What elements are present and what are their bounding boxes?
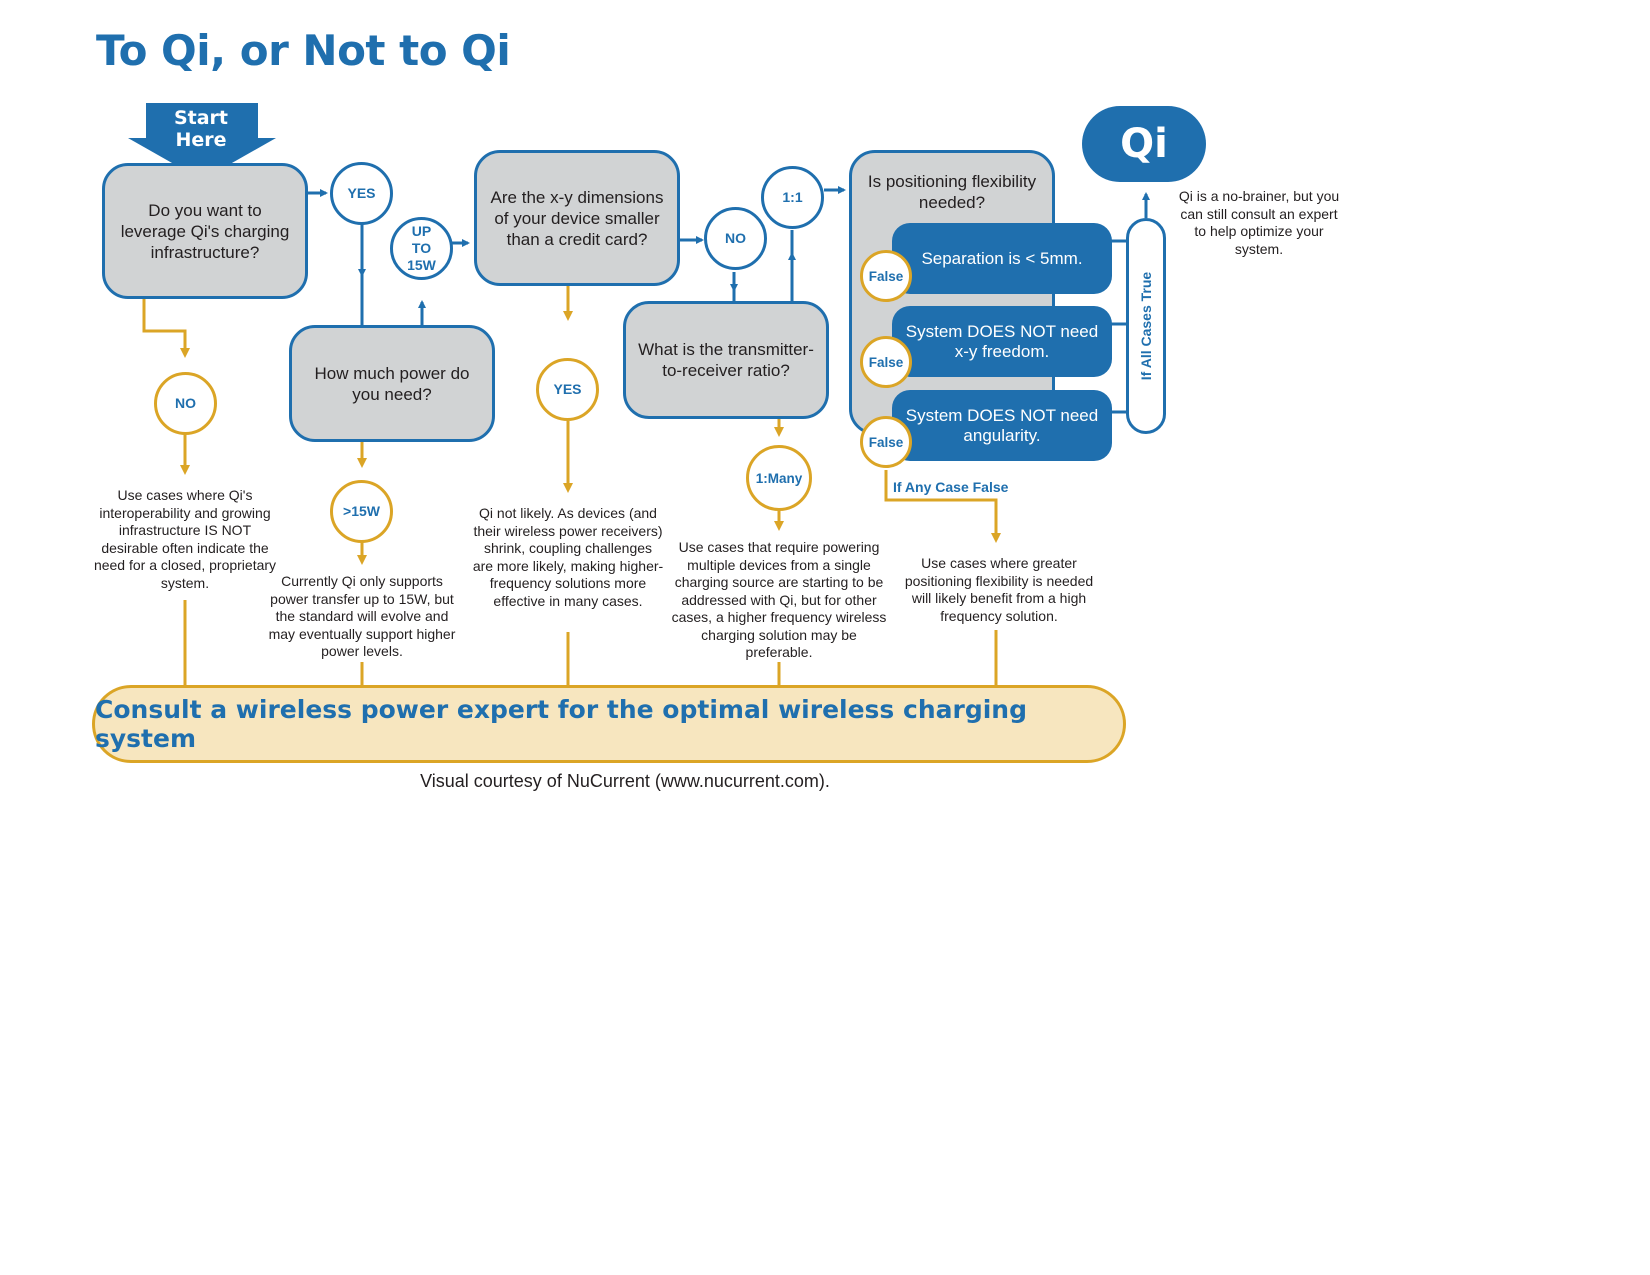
question-power-text: How much power do you need? <box>314 363 470 404</box>
question-ratio-text: What is the transmitter-to-receiver rati… <box>638 340 814 380</box>
condition-separation: Separation is < 5mm. <box>892 223 1112 294</box>
if-all-cases-true-label: If All Cases True <box>1138 271 1154 381</box>
credit-line: Visual courtesy of NuCurrent (www.nucurr… <box>420 771 830 791</box>
condition-angularity: System DOES NOT need angularity. <box>892 390 1112 461</box>
qi-logo: Qi <box>1082 106 1206 182</box>
question-positioning-text: Is positioning flexibility needed? <box>867 172 1037 212</box>
false-badge-angularity: False <box>860 416 912 468</box>
page-title: To Qi, or Not to Qi <box>96 26 511 75</box>
note-qi-result: Qi is a no-brainer, but you can still co… <box>1178 188 1340 257</box>
note-small-device: Qi not likely. As devices (and their wir… <box>472 505 664 609</box>
question-dimensions: Are the x-y dimensions of your device sm… <box>474 150 680 286</box>
question-power: How much power do you need? <box>289 325 495 442</box>
note-one-to-many: Use cases that require powering multiple… <box>671 539 887 660</box>
connector-leverage-no <box>142 298 190 358</box>
if-all-cases-true: If All Cases True <box>1126 218 1166 434</box>
start-arrow-icon <box>128 138 276 180</box>
question-ratio: What is the transmitter-to-receiver rati… <box>623 301 829 419</box>
condition-angularity-text: System DOES NOT need angularity. <box>905 405 1099 445</box>
answer-leverage-yes: YES <box>330 162 393 225</box>
answer-ratio-many: 1:Many <box>746 445 812 511</box>
connector-any-false <box>884 470 1001 543</box>
false-badge-xy-freedom: False <box>860 336 912 388</box>
start-here-label: Start Here <box>173 107 229 151</box>
consult-expert-bar: Consult a wireless power expert for the … <box>92 685 1126 763</box>
note-not-leverage: Use cases where Qi's interoperability an… <box>93 487 277 591</box>
if-any-case-false-label: If Any Case False <box>893 479 1009 495</box>
answer-ratio-one: 1:1 <box>761 166 824 229</box>
false-badge-separation: False <box>860 250 912 302</box>
answer-power-upto: UP TO 15W <box>390 217 453 280</box>
condition-xy-freedom: System DOES NOT need x-y freedom. <box>892 306 1112 377</box>
condition-xy-freedom-text: System DOES NOT need x-y freedom. <box>905 321 1099 361</box>
note-over-15w: Currently Qi only supports power transfe… <box>268 573 456 659</box>
note-flexibility: Use cases where greater positioning flex… <box>904 555 1094 624</box>
condition-separation-text: Separation is < 5mm. <box>921 248 1083 268</box>
question-leverage: Do you want to leverage Qi's charging in… <box>102 163 308 299</box>
question-dimensions-text: Are the x-y dimensions of your device sm… <box>490 187 664 249</box>
answer-dimensions-no: NO <box>704 207 767 270</box>
question-leverage-text: Do you want to leverage Qi's charging in… <box>120 200 290 262</box>
consult-expert-text: Consult a wireless power expert for the … <box>95 695 1027 753</box>
answer-dimensions-yes: YES <box>536 358 599 421</box>
answer-power-over: >15W <box>330 480 393 543</box>
answer-leverage-no: NO <box>154 372 217 435</box>
start-arrow-stem <box>146 103 258 139</box>
